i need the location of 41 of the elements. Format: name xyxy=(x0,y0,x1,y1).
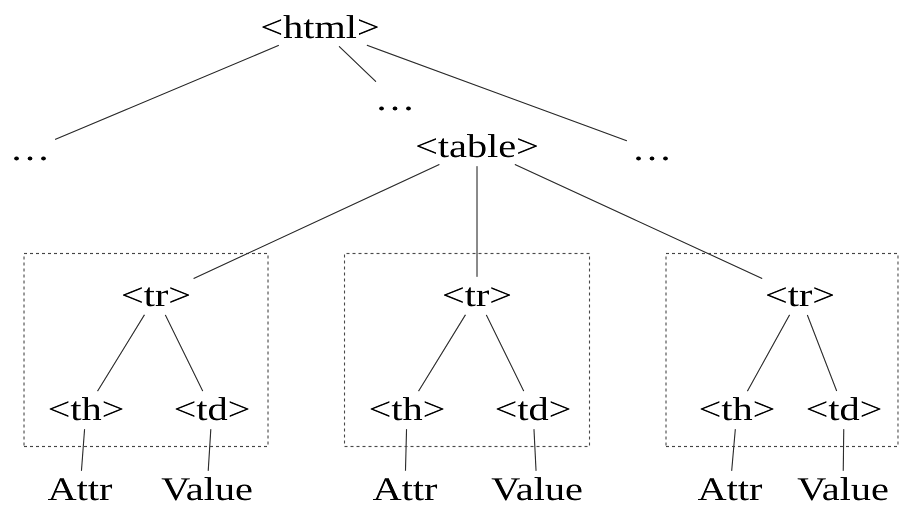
tree-line xyxy=(338,46,376,82)
tag-label: Value xyxy=(162,477,252,500)
tree-line xyxy=(486,314,524,392)
group-box xyxy=(665,252,899,448)
tag-label: <html> xyxy=(262,15,378,38)
tag-label: <th> xyxy=(700,397,774,420)
tree-line xyxy=(193,164,440,280)
tree-line xyxy=(404,429,408,471)
tree-line xyxy=(54,44,280,140)
tree-line xyxy=(476,166,478,277)
tree-line xyxy=(842,429,844,471)
group-box xyxy=(23,252,269,448)
ellipsis: … xyxy=(636,156,668,160)
tree-line xyxy=(208,429,212,471)
tree-line xyxy=(366,44,628,142)
tree-line xyxy=(97,314,145,392)
tag-label: <tr> xyxy=(767,287,834,306)
tree-line xyxy=(806,314,838,392)
tree-line xyxy=(746,314,790,392)
tag-label: <th> xyxy=(50,397,122,420)
ellipsis: … xyxy=(379,106,411,110)
tag-label: Attr xyxy=(372,478,438,500)
tag-label: <tr> xyxy=(444,287,510,306)
tag-label: <th> xyxy=(370,397,444,420)
ellipsis: … xyxy=(14,156,46,160)
tag-label: <td> xyxy=(496,397,570,420)
tag-label: Value xyxy=(492,477,582,500)
tag-label: Attr xyxy=(698,478,762,500)
tag-label: <td> xyxy=(176,397,248,420)
tag-label: Attr xyxy=(48,478,112,500)
tag-label: <tr> xyxy=(123,287,190,306)
tag-label: Value xyxy=(798,477,888,500)
tree-line xyxy=(164,314,204,392)
group-box xyxy=(344,252,590,448)
tree-line xyxy=(533,429,537,471)
tree-line xyxy=(514,164,762,280)
tree-line xyxy=(418,314,466,392)
tag-label: <td> xyxy=(808,397,880,420)
tree-line xyxy=(731,429,736,471)
tag-label: <table> xyxy=(417,134,537,158)
tree-line xyxy=(80,429,86,471)
